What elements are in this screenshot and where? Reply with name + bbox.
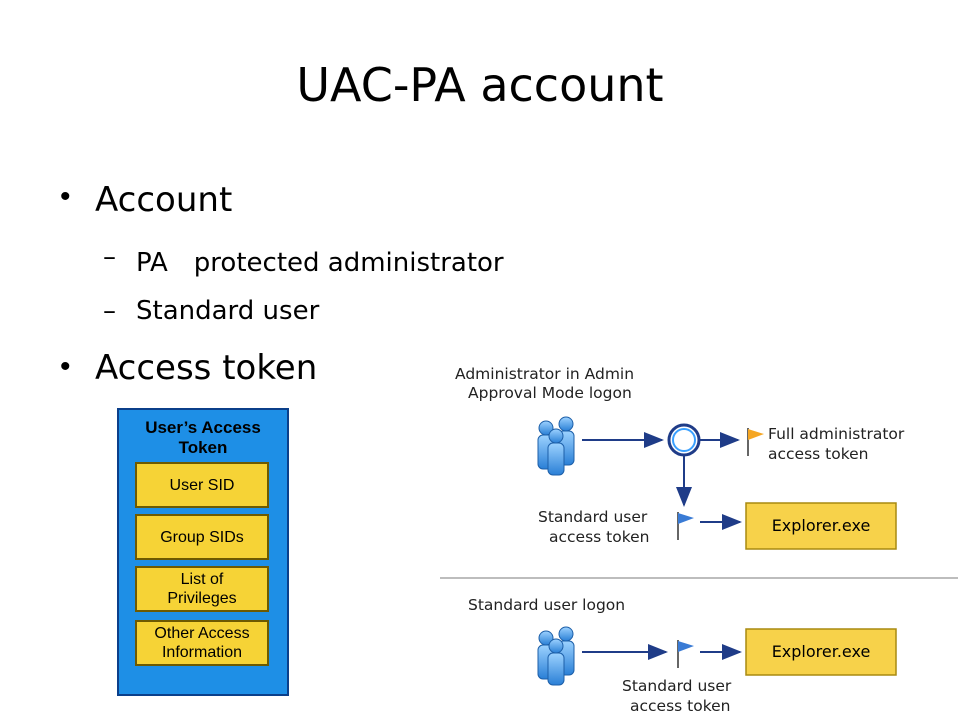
access-token-title-line2: Token bbox=[178, 438, 228, 457]
access-token-title-line1: User’s Access bbox=[145, 418, 261, 437]
std-token-label: Standard user bbox=[538, 508, 648, 526]
explorer-label: Explorer.exe bbox=[772, 642, 871, 661]
users-icon bbox=[537, 416, 575, 476]
users-icon bbox=[537, 626, 575, 686]
std2-token-label: access token bbox=[630, 697, 731, 715]
std2-token-label: Standard user bbox=[622, 677, 732, 695]
explorer-box bbox=[745, 502, 897, 550]
full-token-label: Full administrator bbox=[768, 425, 905, 443]
user-sid-box: User SID bbox=[135, 462, 269, 508]
access-token-panel: User’s Access Token User SID Group SIDs … bbox=[117, 408, 289, 696]
box-line2: Privileges bbox=[167, 590, 237, 607]
access-token-title: User’s Access Token bbox=[119, 418, 287, 458]
bullet-dot: • bbox=[60, 180, 71, 213]
admin-logon-heading: Approval Mode logon bbox=[468, 384, 632, 402]
full-token-label: access token bbox=[768, 445, 869, 463]
sub-bullet-dash: – bbox=[103, 242, 116, 272]
flag-icon bbox=[677, 640, 694, 668]
group-sids-box: Group SIDs bbox=[135, 514, 269, 560]
sub-bullet-dash: – bbox=[103, 296, 116, 326]
box-line1: User SID bbox=[169, 476, 235, 494]
explorer-label: Explorer.exe bbox=[772, 516, 871, 535]
box-line2: Information bbox=[161, 644, 243, 661]
privileges-box: List of Privileges bbox=[135, 566, 269, 612]
other-access-box: Other Access Information bbox=[135, 620, 269, 666]
box-line1: List of bbox=[180, 571, 224, 588]
bullet-access-token: Access token bbox=[95, 348, 318, 388]
bullet-account: Account bbox=[95, 180, 233, 220]
bullet-dot: • bbox=[60, 350, 71, 383]
slide-title: UAC-PA account bbox=[296, 58, 664, 112]
sub-bullet-standard-user: Standard user bbox=[136, 296, 320, 326]
flag-icon bbox=[747, 428, 764, 456]
flag-icon bbox=[677, 512, 694, 540]
std-token-label: access token bbox=[549, 528, 650, 546]
standard-logon-heading: Standard user logon bbox=[468, 596, 625, 614]
box-line1: Other Access bbox=[154, 625, 250, 642]
sub-bullet-pa: PA protected administrator bbox=[136, 248, 504, 278]
box-line1: Group SIDs bbox=[160, 528, 244, 546]
explorer-box bbox=[745, 628, 897, 676]
admin-logon-heading: Administrator in Admin bbox=[455, 365, 634, 383]
